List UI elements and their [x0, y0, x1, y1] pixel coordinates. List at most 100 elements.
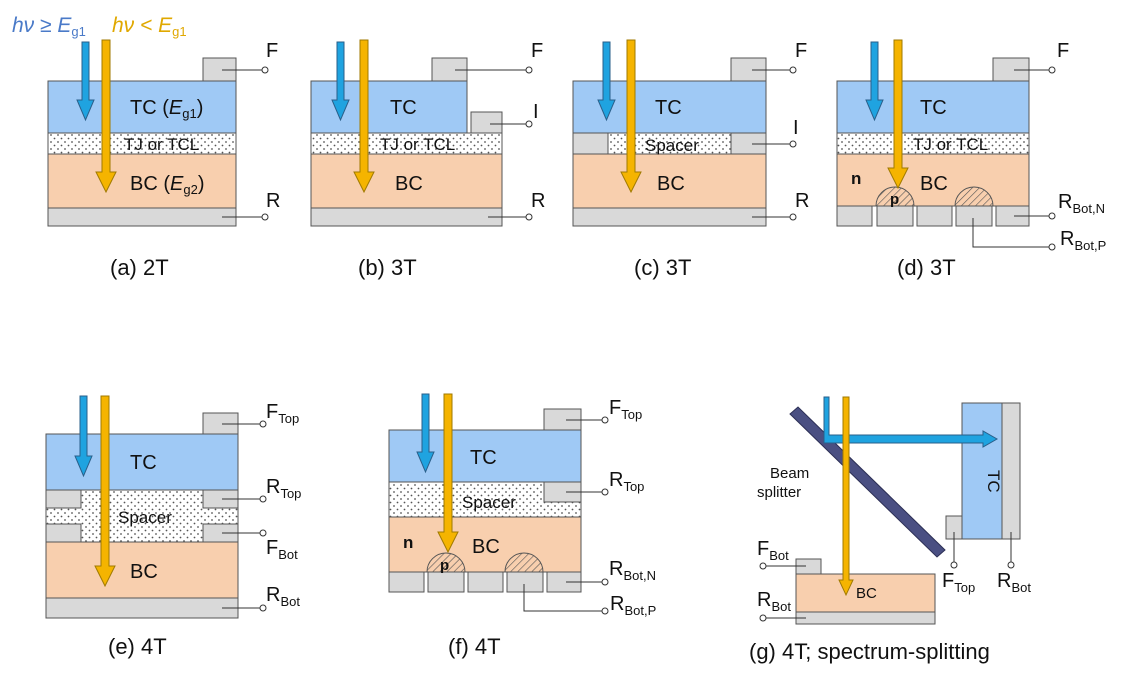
legend-yellow-label: hν < Eg1 [112, 14, 187, 39]
top-cell [310, 80, 468, 134]
rear-contact-bot [45, 597, 239, 619]
yellow-light-arrow [887, 39, 909, 190]
terminal-Fbot [759, 562, 767, 570]
blue-light-arrow [597, 41, 616, 122]
bc-label: BC [472, 536, 500, 558]
tc-label: TC [390, 97, 417, 119]
terminal-I [789, 140, 797, 148]
terminal-R [261, 213, 269, 221]
rear-contact-top-left [45, 489, 82, 509]
caption-d: (d) 3T [897, 255, 956, 280]
blue-light-arrow [823, 396, 999, 448]
caption-c: (c) 3T [634, 255, 691, 280]
bc-label: BC [856, 585, 877, 602]
terminal-F [789, 66, 797, 74]
panel-g-4t-spectrum-splitting: TC BC Beam splitter FTop RBot FBot RBot … [749, 396, 1031, 664]
rear-contact-p [506, 571, 544, 593]
lead-Rbot-p [972, 218, 1049, 248]
rear-contact [47, 207, 237, 227]
label-Rbot-n: RBot,N [1058, 191, 1105, 216]
n-region-label: n [403, 533, 413, 552]
blue-light-arrow [76, 41, 95, 122]
tc-label: TC [920, 97, 947, 119]
terminal-Ftop [601, 416, 609, 424]
rear-contact-top [1001, 402, 1021, 540]
rear-contact-n [916, 205, 953, 227]
yellow-light-arrow [838, 396, 854, 597]
panel-c-3t: TC Spacer BC F I R (c) 3T [572, 39, 809, 280]
tj-tcl-label: TJ or TCL [380, 135, 455, 154]
terminal-Ftop [950, 561, 958, 569]
caption-b: (b) 3T [358, 255, 417, 280]
label-Rtop: RTop [266, 476, 301, 501]
label-Rbot2: RBot [757, 589, 791, 614]
tc-label: TC (Eg1) [130, 97, 203, 121]
label-Rbot-p: RBot,P [1060, 228, 1106, 253]
terminal-F [261, 66, 269, 74]
spacer-label: Spacer [462, 493, 516, 512]
terminal-Rtop [601, 488, 609, 496]
label-Rbot-n: RBot,N [609, 558, 656, 583]
bc-label: BC [130, 561, 158, 583]
bc-label: BC [395, 173, 423, 195]
label-Ftop: FTop [266, 401, 299, 426]
beam-splitter [789, 406, 946, 558]
label-Rbot-p: RBot,P [610, 593, 656, 618]
label-Rbot: RBot [997, 570, 1031, 595]
rear-contact-bot [795, 611, 936, 625]
spacer-label: Spacer [118, 508, 172, 527]
bottom-cell [388, 516, 582, 573]
terminal-Rbot [1007, 561, 1015, 569]
terminal-I [525, 120, 533, 128]
p-region-label: p [890, 191, 899, 208]
rear-contact-n [836, 205, 873, 227]
label-Ftop: FTop [942, 570, 975, 595]
legend-blue-label: hν ≥ Eg1 [12, 14, 86, 39]
p-region-left [875, 186, 915, 207]
beam-splitter-label: Beam [770, 465, 809, 482]
label-Ftop: FTop [609, 397, 642, 422]
label-Rtop: RTop [609, 469, 644, 494]
terminal-Ftop [259, 420, 267, 428]
rear-contact-n [467, 571, 504, 593]
tj-tcl-label: TJ or TCL [913, 135, 988, 154]
legend: hν ≥ Eg1 hν < Eg1 [12, 14, 187, 39]
label-Fbot: FBot [757, 538, 789, 563]
panel-e-4t: TC Spacer BC FTop RTop FBot RBot (e) 4T [45, 395, 301, 659]
label-F: F [1057, 40, 1069, 62]
spacer-label: Spacer [645, 136, 699, 155]
label-R: R [266, 190, 280, 212]
rear-contact-p [876, 205, 914, 227]
panel-b-3t: TC TJ or TCL BC F I R (b) 3T [310, 39, 545, 280]
bottom-cell [47, 153, 237, 209]
terminal-Rbot-n [601, 578, 609, 586]
lead-Rbot-p [523, 584, 602, 612]
intermediate-contact-left [572, 132, 609, 155]
tc-label: TC [984, 470, 1003, 493]
p-region-label: p [440, 557, 449, 574]
yellow-light-arrow [620, 39, 642, 194]
rear-contact-n [388, 571, 425, 593]
bottom-cell [572, 153, 767, 209]
label-I: I [533, 101, 539, 123]
blue-light-arrow [331, 41, 350, 122]
caption-f: (f) 4T [448, 634, 501, 659]
label-Fbot: FBot [266, 537, 298, 562]
caption-g: (g) 4T; spectrum-splitting [749, 639, 990, 664]
blue-light-arrow [74, 395, 93, 478]
bc-label: BC [920, 173, 948, 195]
terminal-Rbot-p [601, 607, 609, 615]
yellow-light-arrow [353, 39, 375, 194]
terminal-Fbot [259, 529, 267, 537]
top-cell [47, 80, 237, 134]
caption-e: (e) 4T [108, 634, 167, 659]
blue-light-arrow [865, 41, 884, 122]
p-region-right [954, 186, 994, 207]
yellow-light-arrow [95, 39, 117, 194]
bc-label: BC (Eg2) [130, 173, 204, 197]
label-R: R [531, 190, 545, 212]
p-region-right [504, 552, 544, 573]
label-R: R [795, 190, 809, 212]
label-I: I [793, 117, 799, 139]
